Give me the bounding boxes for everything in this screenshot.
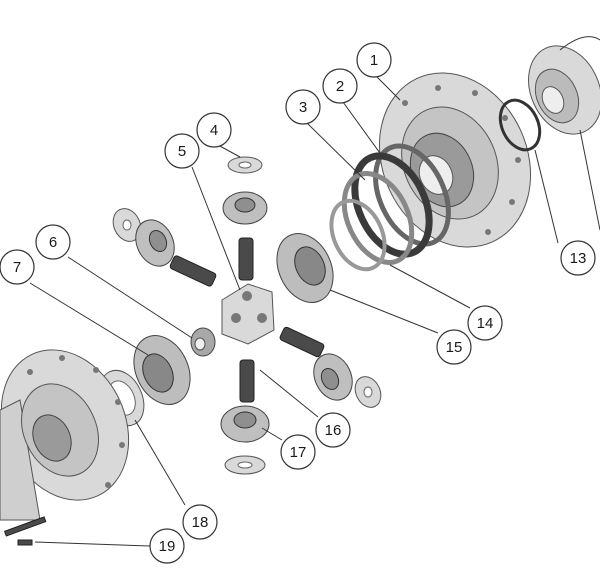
callout-14: 14 xyxy=(467,305,503,341)
part-14-clutch-ring xyxy=(341,171,415,265)
part-4-washer-top xyxy=(227,156,263,174)
callout-1-label: 1 xyxy=(370,52,378,69)
part-13-snap-ring xyxy=(498,98,542,152)
spider-gear-left xyxy=(135,219,175,267)
part-2-ring xyxy=(373,143,451,247)
callout-5-label: 5 xyxy=(178,143,186,160)
part-5-cross-block xyxy=(221,283,275,345)
callout-18-label: 18 xyxy=(192,514,209,531)
part-15-washer-ring xyxy=(329,198,387,272)
callout-19: 19 xyxy=(149,528,185,564)
callout-13-label: 13 xyxy=(570,250,587,267)
spider-gear-right xyxy=(313,353,353,401)
part-6-bushing xyxy=(190,327,216,357)
callout-14-label: 14 xyxy=(477,315,494,332)
part-sleeve-upper-right xyxy=(528,36,600,135)
callout-7: 7 xyxy=(0,249,35,285)
differential-housing xyxy=(0,349,130,521)
pin-diagonal-right xyxy=(279,326,325,358)
leader-lines xyxy=(29,74,600,547)
part-17-spider-gear-bottom xyxy=(220,405,270,443)
callout-16: 16 xyxy=(315,412,351,448)
part-3-friction-ring xyxy=(351,152,433,258)
callout-15: 15 xyxy=(436,329,472,365)
callout-19-label: 19 xyxy=(159,538,176,555)
pin-vertical-top xyxy=(238,237,254,281)
part-19-bolt xyxy=(3,516,47,546)
callout-17-label: 17 xyxy=(290,444,307,461)
part-7-side-gear-left xyxy=(133,335,191,405)
side-bevel-gear-right xyxy=(276,233,334,303)
callout-2-label: 2 xyxy=(336,78,344,95)
pin-vertical-bottom xyxy=(239,359,255,403)
spider-gear-top xyxy=(222,191,268,225)
callout-7-label: 7 xyxy=(13,259,21,276)
callout-6: 6 xyxy=(35,224,71,260)
part-1-flange-cover xyxy=(378,72,532,248)
washer-right xyxy=(354,376,382,408)
callout-4-label: 4 xyxy=(210,122,218,139)
callout-18: 18 xyxy=(182,504,218,540)
washer-left xyxy=(112,208,142,242)
callout-6-label: 6 xyxy=(49,234,57,251)
callout-2: 2 xyxy=(322,68,358,104)
callout-3-label: 3 xyxy=(299,99,307,116)
pin-diagonal-left xyxy=(169,255,217,287)
callout-4: 4 xyxy=(196,112,232,148)
callout-13: 13 xyxy=(560,240,596,276)
callout-17: 17 xyxy=(280,434,316,470)
callout-15-label: 15 xyxy=(446,339,463,356)
callout-1: 1 xyxy=(356,42,392,78)
washer-bottom xyxy=(224,455,266,475)
callout-5: 5 xyxy=(164,133,200,169)
callout-16-label: 16 xyxy=(325,422,342,439)
callout-3: 3 xyxy=(285,89,321,125)
